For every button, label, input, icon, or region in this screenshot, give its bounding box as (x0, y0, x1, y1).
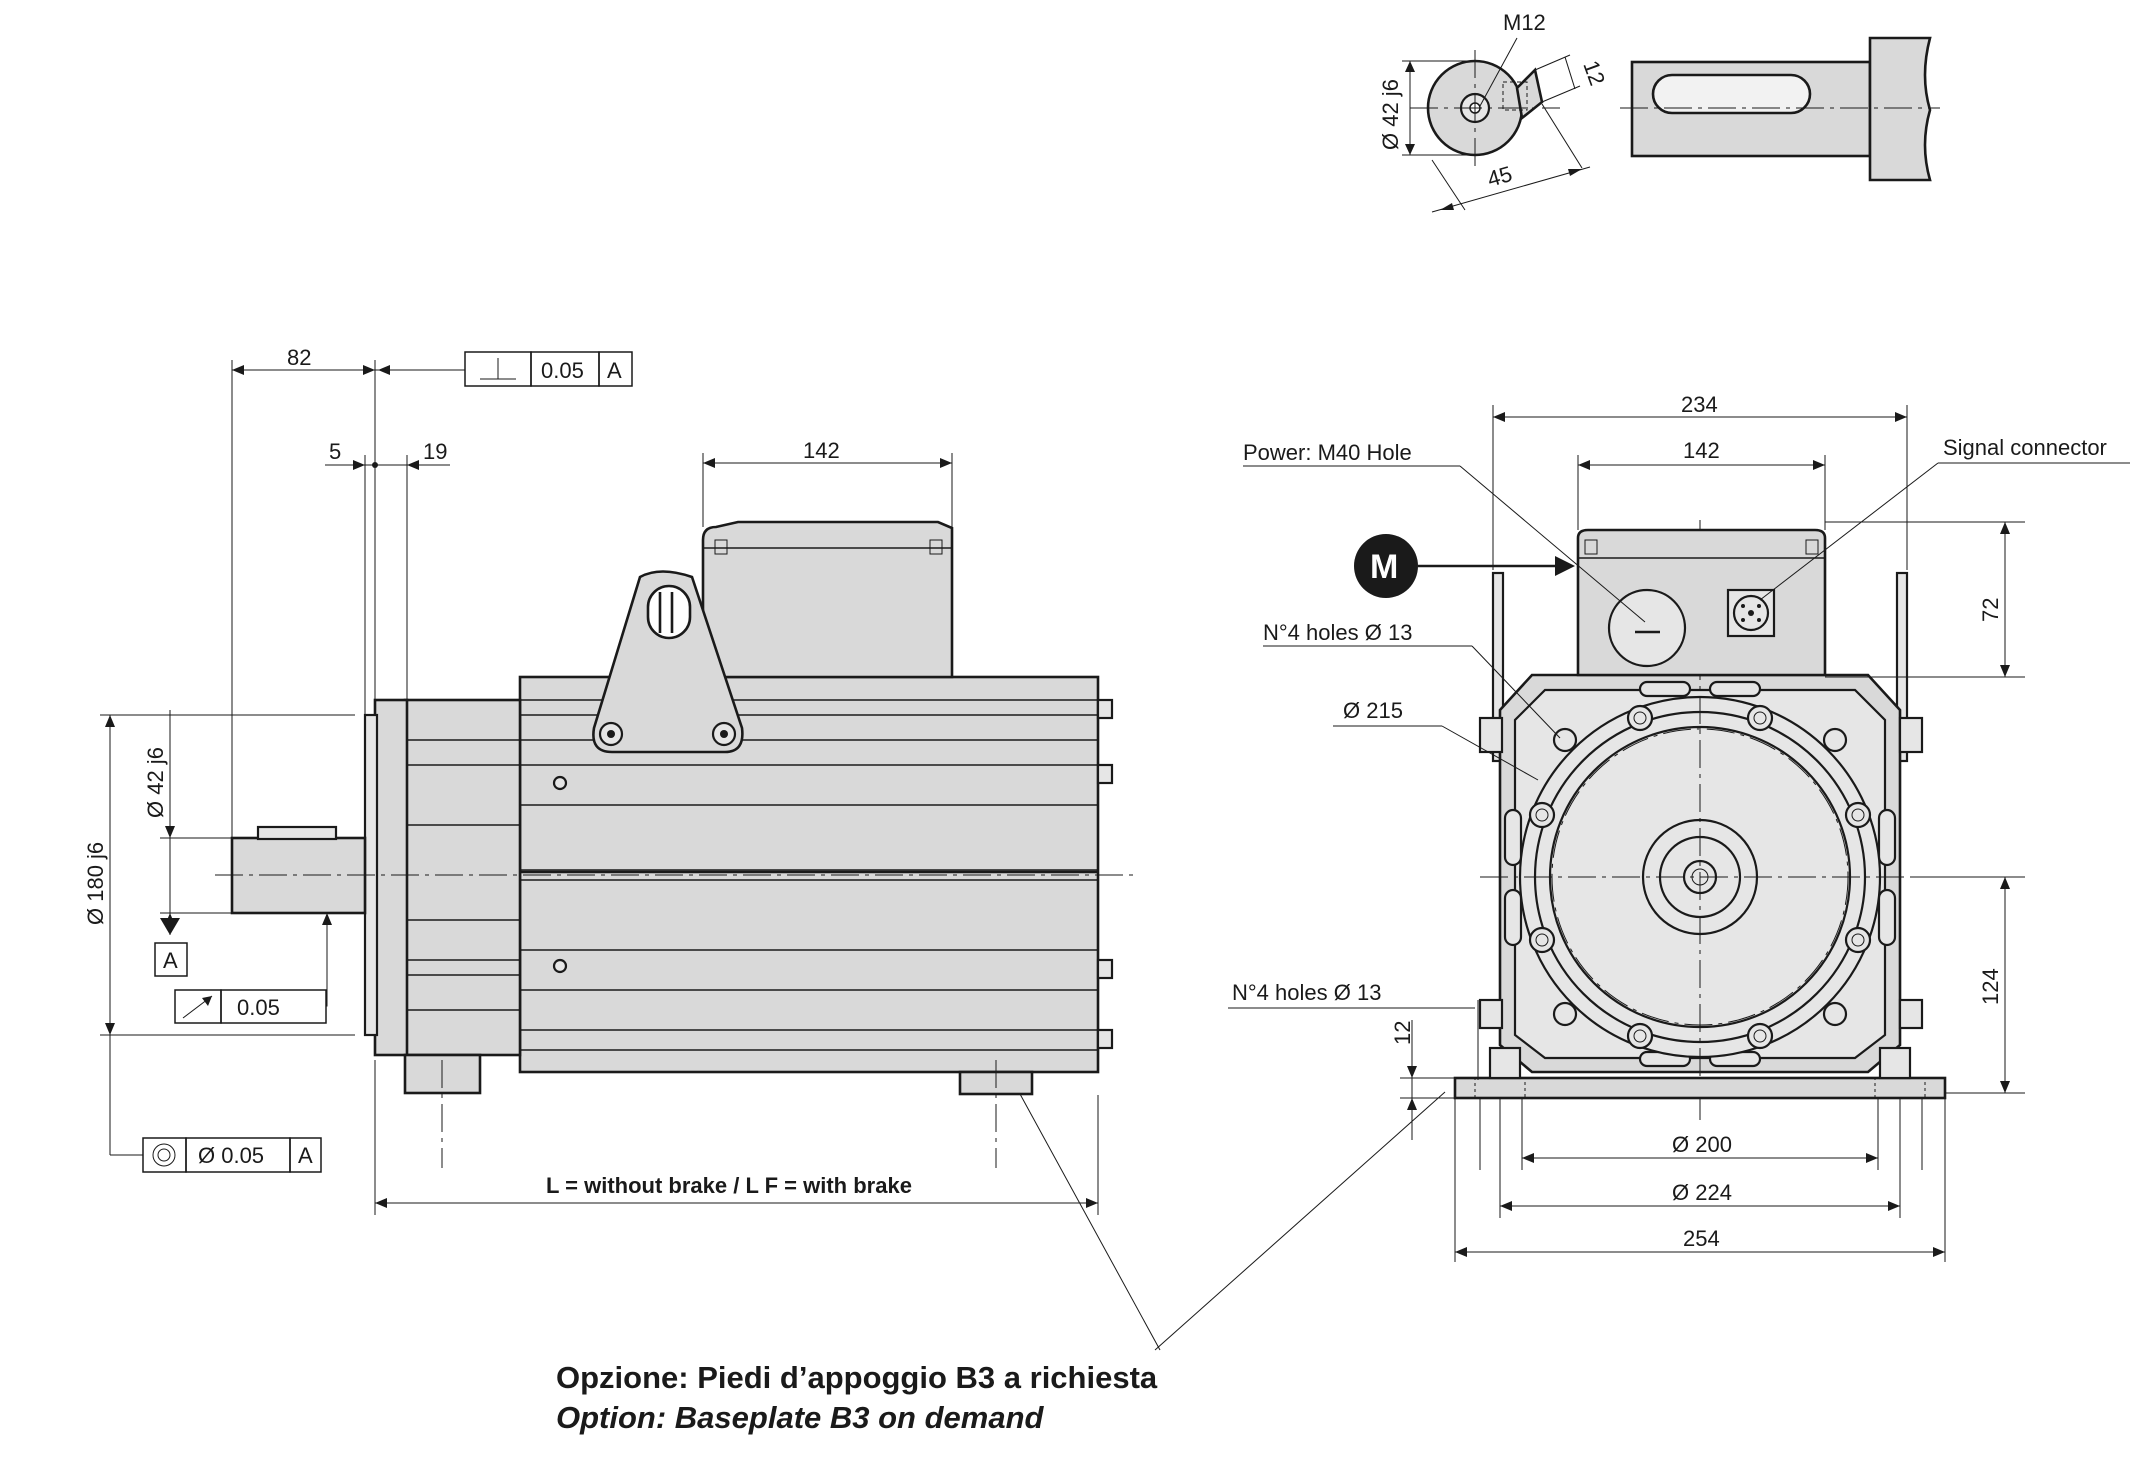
key-width-label: 12 (1578, 57, 1610, 89)
holes-top-label: N°4 holes Ø 13 (1263, 620, 1412, 645)
caption-english: Option: Baseplate B3 on demand (556, 1400, 1044, 1435)
holes-bottom-label: N°4 holes Ø 13 (1232, 980, 1381, 1005)
side-view: 82 0.05 A 5 19 142 Ø 42 j6 (83, 345, 1446, 1351)
flange-bolts (1528, 704, 1872, 1050)
concentricity-datum: A (298, 1143, 313, 1168)
datum-a: A (163, 948, 178, 973)
dim-254: 254 (1683, 1226, 1720, 1251)
dim-142-front: 142 (1683, 438, 1720, 463)
shaft-diameter-label: Ø 42 j6 (1378, 79, 1403, 150)
signal-label: Signal connector (1943, 435, 2107, 460)
length-label: L = without brake / L F = with brake (546, 1173, 912, 1198)
shaft-dia-side: Ø 42 j6 (143, 747, 168, 818)
dim-200: Ø 200 (1672, 1132, 1732, 1157)
flange-dia: Ø 180 j6 (83, 842, 108, 925)
shaft-detail: M12 Ø 42 j6 12 45 (1378, 10, 1940, 213)
dim-82: 82 (287, 345, 311, 370)
dim-5: 5 (329, 439, 341, 464)
dim-142-side: 142 (803, 438, 840, 463)
dim-72: 72 (1978, 598, 2003, 622)
motor-badge: M (1370, 548, 1398, 586)
front-view: M 234 142 Power: M40 Hole Signal connect… (1228, 392, 2130, 1262)
perpendicularity-value: 0.05 (541, 358, 584, 383)
pcd-label: Ø 215 (1343, 698, 1403, 723)
dim-12: 12 (1390, 1021, 1415, 1045)
runout-value: 0.05 (237, 995, 280, 1020)
concentricity-value: Ø 0.05 (198, 1143, 264, 1168)
caption-italian: Opzione: Piedi d’appoggio B3 a richiesta (556, 1360, 1158, 1395)
key-height-label: 45 (1484, 161, 1514, 192)
dim-234: 234 (1681, 392, 1718, 417)
dim-124: 124 (1978, 968, 2003, 1005)
power-label: Power: M40 Hole (1243, 440, 1412, 465)
perpendicularity-datum: A (607, 358, 622, 383)
dim-19: 19 (423, 439, 447, 464)
thread-label: M12 (1503, 10, 1546, 35)
dim-224: Ø 224 (1672, 1180, 1732, 1205)
